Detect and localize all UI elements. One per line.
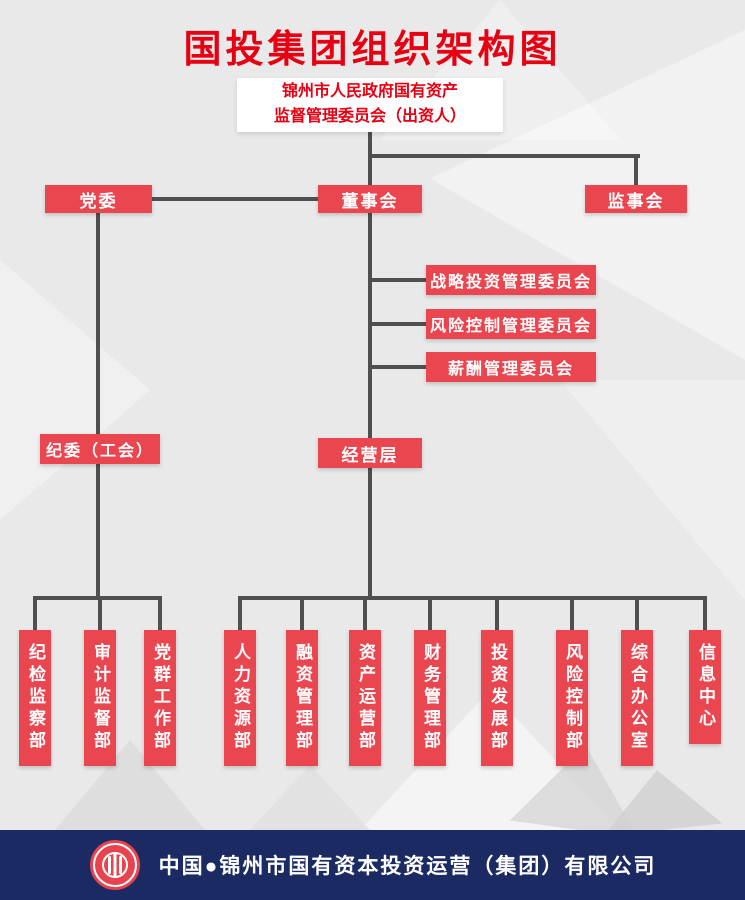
connector-dept-drop xyxy=(98,596,102,632)
connector-dept-drop xyxy=(428,596,432,632)
connector-party-board-h xyxy=(152,197,318,201)
node-committee-compensation-label: 薪酬管理委员会 xyxy=(447,361,574,378)
footer-bar: 中国●锦州市国有资本投资运营（集团）有限公司 xyxy=(0,830,745,900)
node-dept-audit-supervision: 审计监督部 xyxy=(84,630,116,766)
connector-committee-1-h xyxy=(370,278,426,282)
node-supervisory-board-label: 监事会 xyxy=(607,191,665,211)
connector-board-management-v xyxy=(368,213,372,439)
connector-supervisory-v xyxy=(634,154,638,186)
connector-dept-drop xyxy=(363,596,367,632)
connector-dept-drop xyxy=(238,596,242,632)
decor-triangle xyxy=(560,380,745,600)
node-dept-financing-management: 融资管理部 xyxy=(286,630,318,766)
connector-dept-drop xyxy=(495,596,499,632)
connector-committee-3-h xyxy=(370,365,426,369)
decor-triangle xyxy=(597,764,723,836)
node-management-level-label: 经营层 xyxy=(341,445,399,465)
decor-triangle xyxy=(250,765,370,830)
node-discipline-union: 纪委（工会） xyxy=(40,434,160,464)
connector-dept-drop xyxy=(635,596,639,632)
connector-party-discipline-v xyxy=(96,213,100,435)
node-root-owner: 锦州市人民政府国有资产 监督管理委员会（出资人） xyxy=(237,78,503,132)
connector-discipline-bottom-v xyxy=(96,464,100,600)
node-dept-party-mass-work: 党群工作部 xyxy=(144,630,176,766)
connector-root-board xyxy=(368,130,372,186)
node-dept-information-center: 信息中心 xyxy=(689,630,721,744)
node-dept-discipline-inspection: 纪检监察部 xyxy=(19,630,51,766)
company-name: 中国●锦州市国有资本投资运营（集团）有限公司 xyxy=(158,855,657,878)
node-management-level: 经营层 xyxy=(318,438,422,468)
node-board-of-directors: 董事会 xyxy=(318,185,422,213)
node-committee-risk: 风险控制管理委员会 xyxy=(426,309,596,339)
connector-management-bottom-v xyxy=(368,468,372,600)
decor-triangle xyxy=(55,740,205,830)
connector-dept-drop xyxy=(570,596,574,632)
node-committee-risk-label: 风险控制管理委员会 xyxy=(429,318,592,335)
connector-dept-drop xyxy=(33,596,37,632)
company-logo-icon xyxy=(89,839,141,891)
connector-bottom-right-h xyxy=(238,596,707,600)
connector-dept-drop xyxy=(300,596,304,632)
node-dept-risk-control: 风险控制部 xyxy=(556,630,588,766)
connector-root-supervisory-h xyxy=(368,154,640,158)
page-title: 国投集团组织架构图 xyxy=(183,29,562,71)
connector-committee-2-h xyxy=(370,322,426,326)
node-dept-asset-operation: 资产运营部 xyxy=(349,630,381,766)
node-dept-human-resources: 人力资源部 xyxy=(224,630,256,766)
node-dept-finance-management: 财务管理部 xyxy=(414,630,446,766)
decor-triangle xyxy=(0,260,150,520)
node-committee-strategy: 战略投资管理委员会 xyxy=(426,265,596,295)
connector-dept-drop xyxy=(703,596,707,632)
connector-bottom-left-h xyxy=(33,596,162,600)
node-board-of-directors-label: 董事会 xyxy=(341,191,399,211)
node-dept-general-office: 综合办公室 xyxy=(621,630,653,766)
node-committee-strategy-label: 战略投资管理委员会 xyxy=(429,274,592,291)
node-party-committee-label: 党委 xyxy=(79,191,118,211)
node-root-line1: 锦州市人民政府国有资产 xyxy=(281,83,458,101)
node-committee-compensation: 薪酬管理委员会 xyxy=(426,352,596,382)
node-party-committee: 党委 xyxy=(45,185,152,213)
node-discipline-union-label: 纪委（工会） xyxy=(45,443,154,460)
connector-dept-drop xyxy=(158,596,162,632)
node-root-line2: 监督管理委员会（出资人） xyxy=(273,108,466,125)
node-dept-investment-development: 投资发展部 xyxy=(481,630,513,766)
node-supervisory-board: 监事会 xyxy=(585,185,687,213)
